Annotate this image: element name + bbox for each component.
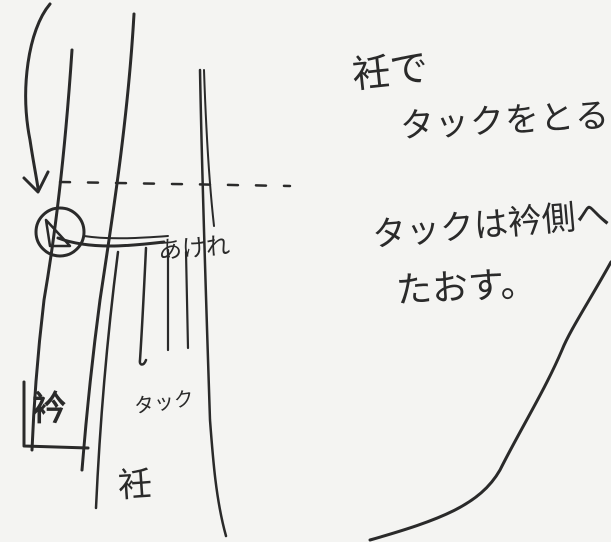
arrow-head xyxy=(22,170,50,194)
note-line-2: タックをとる xyxy=(399,95,611,147)
seam-line xyxy=(56,236,166,248)
dashed-line xyxy=(58,180,292,188)
fabric-edge xyxy=(368,260,611,542)
mark-circle xyxy=(34,206,86,258)
seam-line-2 xyxy=(83,235,169,240)
note-line-1: 衽で xyxy=(349,45,431,97)
tuck-fold-3 xyxy=(184,250,190,350)
arrow-curve xyxy=(24,2,52,190)
okumi-upper-line xyxy=(203,69,215,227)
collar-right-edge xyxy=(80,12,136,472)
okumi-inner-edge xyxy=(94,250,120,510)
collar-left-edge xyxy=(30,48,74,452)
collar-box xyxy=(22,380,90,450)
okumi-right-edge xyxy=(198,68,228,538)
label-open: あけれ xyxy=(157,231,231,265)
mark-triangle xyxy=(44,218,72,248)
label-okumi: 衽 xyxy=(116,463,154,507)
note-line-4: たおす。 xyxy=(394,263,538,312)
tuck-fold-1 xyxy=(138,246,148,366)
label-collar: 衿 xyxy=(32,389,66,429)
